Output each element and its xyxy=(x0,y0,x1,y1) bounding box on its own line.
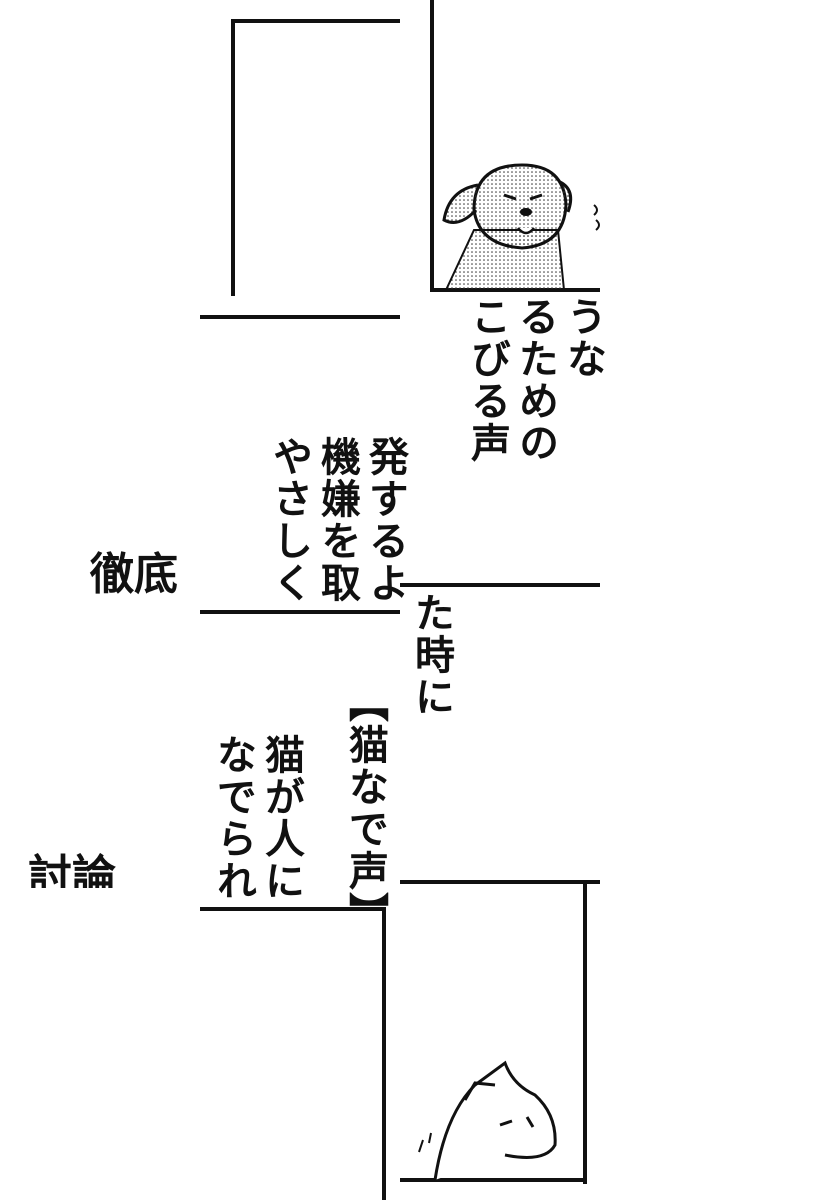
cat-illustration xyxy=(418,1060,557,1180)
panel-border xyxy=(430,0,434,292)
panel-border xyxy=(583,884,587,1184)
heading-fragment-bottom: 討論 xyxy=(28,851,116,888)
panel-border xyxy=(200,907,385,911)
caption-right-line1: うな xyxy=(560,296,606,380)
heading-fragment-top: 徹底 xyxy=(90,549,178,600)
term-heading: 【猫なで声】 xyxy=(342,682,388,934)
caption-right-line3: こびる声 xyxy=(464,296,510,464)
panel-border xyxy=(400,880,600,884)
panel-border xyxy=(400,583,600,587)
caption-middle-line1: 発するよ xyxy=(362,436,408,604)
panel-border xyxy=(231,19,235,296)
panel-border xyxy=(200,315,400,319)
panel-border xyxy=(200,610,400,614)
caption-lower-right: た時に xyxy=(408,592,454,718)
definition-line2: なでられ xyxy=(210,734,256,902)
panel-border xyxy=(382,907,386,1200)
caption-middle-line2: 機嫌を取 xyxy=(314,436,360,604)
caption-middle-line3: やさしく xyxy=(266,436,312,604)
dog-illustration xyxy=(442,163,600,290)
definition-line1: 猫が人に xyxy=(258,734,304,902)
panel-border xyxy=(430,288,600,292)
caption-right-line2: るための xyxy=(512,296,558,464)
panel-border xyxy=(400,1178,587,1182)
panel-border xyxy=(231,19,400,23)
